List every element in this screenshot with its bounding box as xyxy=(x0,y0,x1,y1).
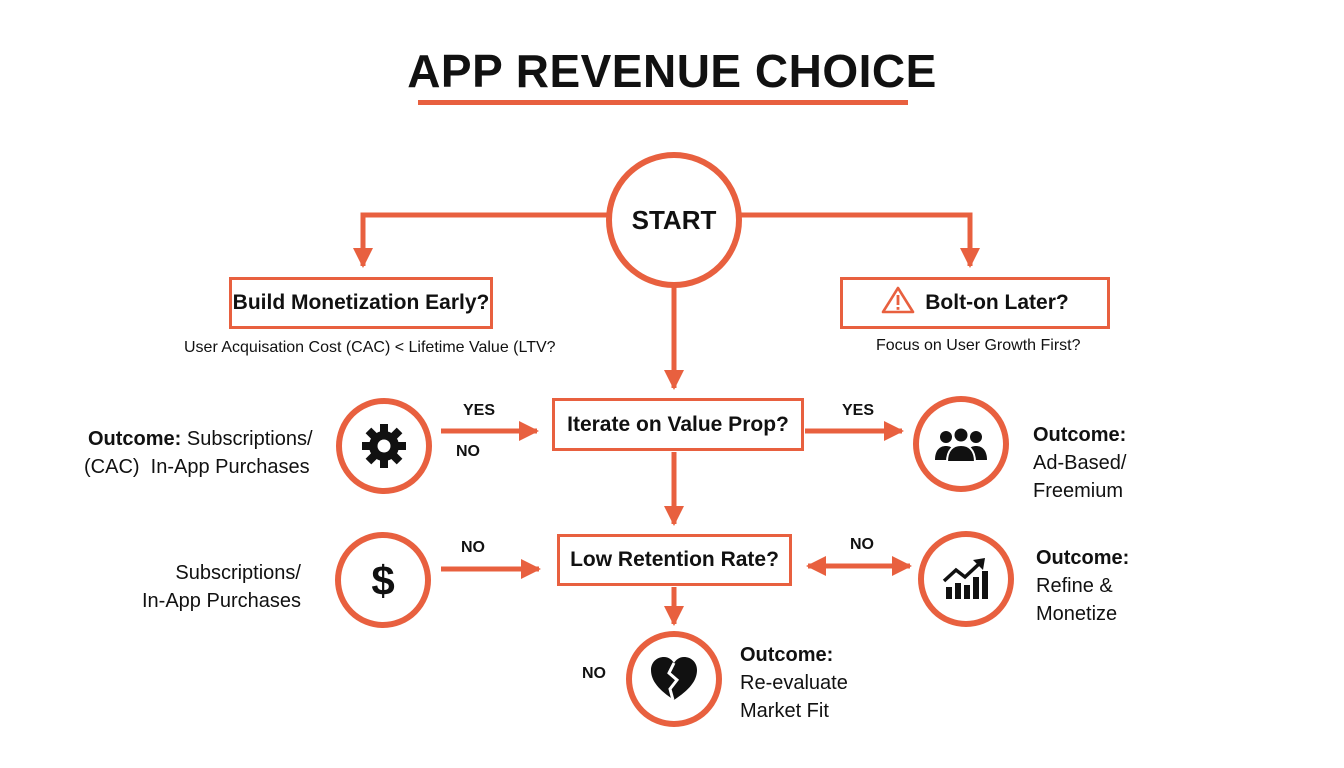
broken-heart-icon xyxy=(651,657,697,701)
users-node xyxy=(913,396,1009,492)
users-icon xyxy=(935,426,987,463)
growth-node xyxy=(918,531,1014,627)
start-label: START xyxy=(631,204,717,235)
iterate-label: Iterate on Value Prop? xyxy=(567,412,789,436)
subscriptions-line1: Subscriptions/ xyxy=(175,562,301,584)
build-early-subtitle: User Acquisation Cost (CAC) < Lifetime V… xyxy=(184,339,556,356)
subscriptions-line2: In-App Purchases xyxy=(142,590,301,612)
outcome-line1: Re-evaluate xyxy=(740,672,848,694)
subscriptions-plain-label: Subscriptions/ In-App Purchases xyxy=(142,559,301,615)
title-underline xyxy=(418,100,908,105)
outcome-line2: Freemium xyxy=(1033,480,1124,502)
dollar-node: $ xyxy=(335,532,431,628)
build-early-label: Build Monetization Early? xyxy=(232,291,490,314)
gear-node xyxy=(336,398,432,494)
outcome-subscriptions-left-line2: (CAC) In-App Purchases xyxy=(84,453,310,481)
edge-label-no-lower-right: NO xyxy=(850,536,874,553)
outcome-line2: Monetize xyxy=(1036,603,1118,625)
edge-label-no-lower-left: NO xyxy=(461,539,485,556)
gear-icon xyxy=(362,424,406,468)
page-title: APP REVENUE CHOICE xyxy=(407,45,937,97)
retention-label: Low Retention Rate? xyxy=(570,548,779,571)
edge-label-no-left: NO xyxy=(456,443,480,460)
heart-node xyxy=(626,631,722,727)
outcome-refine: Outcome: Refine & Monetize xyxy=(1036,544,1129,628)
outcome-line1: Refine & xyxy=(1036,575,1113,597)
iterate-box: Iterate on Value Prop? xyxy=(552,398,804,451)
edge-label-yes-right: YES xyxy=(842,402,875,419)
outcome-line2-b: In-App Purchases xyxy=(150,456,310,478)
outcome-reevaluate: Outcome: Re-evaluate Market Fit xyxy=(740,641,848,725)
outcome-line2-a: (CAC) xyxy=(84,456,140,478)
outcome-prefix: Outcome: xyxy=(1036,547,1130,569)
outcome-subscriptions-left: Outcome: Subscriptions/ xyxy=(88,425,313,453)
bolt-on-subtitle: Focus on User Growth First? xyxy=(876,337,1081,354)
bolt-on-box: Bolt-on Later? xyxy=(840,277,1110,329)
edge-label-no-bottom: NO xyxy=(582,665,606,682)
retention-box: Low Retention Rate? xyxy=(557,534,792,586)
chart-growth-icon xyxy=(942,558,988,599)
dollar-icon: $ xyxy=(371,557,394,604)
outcome-line1: Ad-Based/ xyxy=(1033,452,1127,474)
svg-text:$: $ xyxy=(371,557,394,604)
edge-label-yes-left: YES xyxy=(463,402,496,419)
build-early-box: Build Monetization Early? xyxy=(229,277,493,329)
outcome-ad-based: Outcome: Ad-Based/ Freemium xyxy=(1033,421,1126,505)
outcome-prefix: Outcome: xyxy=(88,428,182,450)
connector-start-to-bolt-on xyxy=(741,212,980,268)
connector-start-to-build-early xyxy=(353,212,607,268)
outcome-line2: Market Fit xyxy=(740,700,829,722)
start-node: START xyxy=(606,152,742,288)
outcome-prefix: Outcome: xyxy=(740,644,834,666)
outcome-line1: Subscriptions/ xyxy=(186,428,313,450)
warning-icon xyxy=(881,285,915,321)
bolt-on-label: Bolt-on Later? xyxy=(925,291,1069,314)
outcome-prefix: Outcome: xyxy=(1033,424,1127,446)
